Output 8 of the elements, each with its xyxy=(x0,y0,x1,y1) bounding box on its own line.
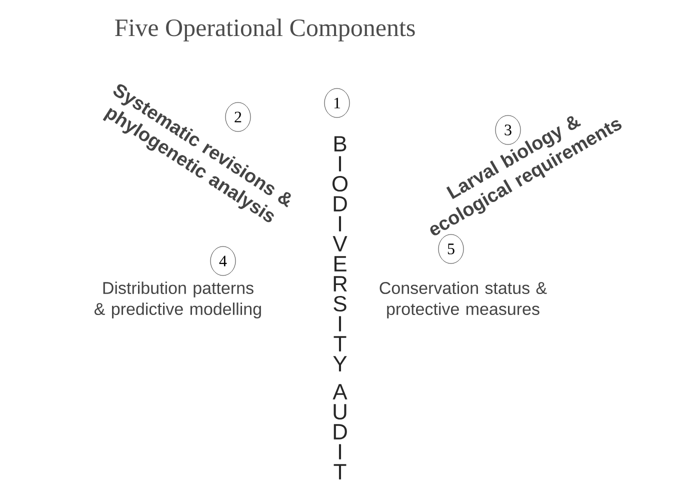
number-oval: 4 xyxy=(210,246,236,276)
vertical-label: BIODIVERSITY AUDIT xyxy=(332,136,348,480)
number-oval: 5 xyxy=(438,234,464,264)
component-label: Conservation status & protective measures xyxy=(380,282,547,318)
component-label: Distribution patterns & predictive modelling xyxy=(94,282,261,318)
title: Five Operational Components xyxy=(115,18,415,42)
number-oval: 1 xyxy=(324,88,350,118)
number-oval: 2 xyxy=(225,102,251,132)
